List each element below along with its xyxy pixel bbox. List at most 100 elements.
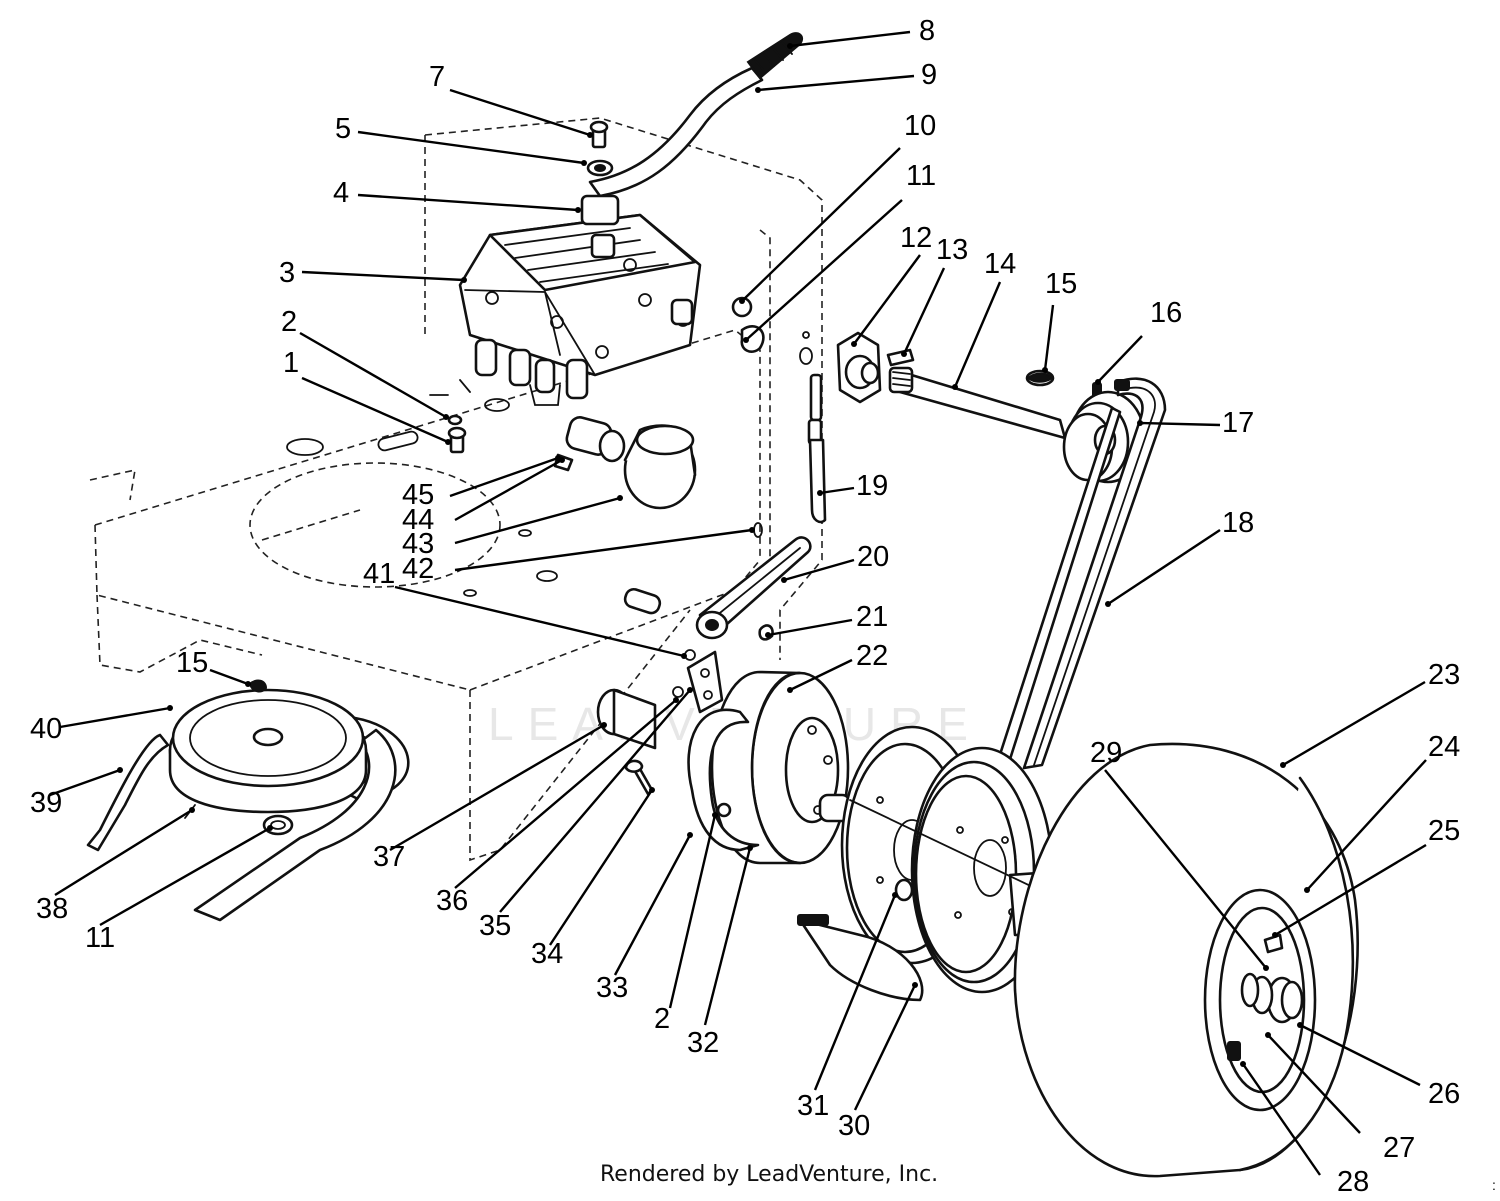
callout-11: 11 bbox=[85, 922, 115, 954]
callout-2: 2 bbox=[281, 306, 297, 338]
edge-mark: : bbox=[1492, 1177, 1496, 1193]
leader-line-31 bbox=[813, 894, 897, 1091]
leader-line-33 bbox=[613, 834, 692, 976]
leader-end-23 bbox=[1280, 762, 1286, 768]
leader-end-25 bbox=[1272, 932, 1278, 938]
leader-end-37 bbox=[601, 722, 607, 728]
leader-end-26 bbox=[1297, 1022, 1303, 1028]
callout-14: 14 bbox=[984, 248, 1016, 280]
callout-21: 21 bbox=[856, 601, 888, 633]
leader-end-22 bbox=[787, 687, 793, 693]
leader-end-31 bbox=[892, 892, 898, 898]
leader-end-27 bbox=[1265, 1032, 1271, 1038]
leader-line-11 bbox=[745, 199, 903, 341]
callout-5: 5 bbox=[335, 113, 351, 145]
leader-line-2 bbox=[668, 814, 717, 1009]
leader-end-24 bbox=[1304, 887, 1310, 893]
leader-line-7 bbox=[449, 88, 591, 137]
leader-end-29 bbox=[1263, 965, 1269, 971]
leader-end-11 bbox=[743, 337, 749, 343]
leader-line-45 bbox=[449, 456, 559, 498]
callout-29: 29 bbox=[1090, 737, 1122, 769]
callout-26: 26 bbox=[1428, 1078, 1460, 1110]
wheel-pulleys bbox=[797, 725, 1054, 1002]
leader-line-35 bbox=[499, 689, 691, 913]
deck-pulley bbox=[86, 679, 410, 922]
callout-40: 40 bbox=[30, 713, 62, 745]
callout-12: 12 bbox=[900, 222, 932, 254]
leader-line-8 bbox=[789, 30, 911, 48]
leader-line-37 bbox=[389, 723, 605, 852]
callout-15: 15 bbox=[1045, 268, 1077, 300]
leader-line-44 bbox=[454, 458, 563, 522]
leader-end-14 bbox=[952, 384, 958, 390]
bearing-bracket-and-shaft bbox=[807, 331, 1067, 524]
leader-end-2 bbox=[443, 414, 449, 420]
leader-line-3 bbox=[301, 270, 465, 282]
leader-line-40 bbox=[59, 706, 171, 729]
leader-line-42 bbox=[454, 528, 753, 572]
callout-4: 4 bbox=[333, 177, 349, 209]
leader-end-5 bbox=[581, 160, 587, 166]
callout-13: 13 bbox=[936, 234, 968, 266]
leader-line-18 bbox=[1107, 528, 1221, 606]
callout-2: 2 bbox=[654, 1003, 670, 1035]
leader-end-32 bbox=[747, 845, 753, 851]
callout-44: 44 bbox=[402, 504, 434, 536]
leader-line-25 bbox=[1274, 843, 1427, 937]
callout-45: 45 bbox=[402, 479, 434, 511]
brake-assembly bbox=[596, 670, 852, 865]
transmission-gearbox bbox=[458, 213, 702, 406]
leader-line-38 bbox=[54, 808, 193, 897]
leader-end-21 bbox=[765, 632, 771, 638]
callout-25: 25 bbox=[1428, 815, 1460, 847]
leader-line-20 bbox=[783, 558, 855, 582]
leader-line-30 bbox=[853, 984, 917, 1111]
leader-end-16 bbox=[1095, 379, 1101, 385]
callout-7: 7 bbox=[429, 61, 445, 93]
leader-end-40 bbox=[167, 705, 173, 711]
leader-line-4 bbox=[357, 193, 579, 212]
callout-37: 37 bbox=[373, 841, 405, 873]
leader-line-43 bbox=[454, 496, 621, 545]
callout-27: 27 bbox=[1383, 1132, 1415, 1164]
leader-end-18 bbox=[1105, 601, 1111, 607]
leader-end-17 bbox=[1137, 420, 1143, 426]
rear-wheel bbox=[849, 742, 1359, 1178]
leader-end-13 bbox=[901, 351, 907, 357]
callout-1: 1 bbox=[283, 347, 299, 379]
leader-line-15 bbox=[1043, 304, 1055, 371]
leader-line-1 bbox=[301, 376, 449, 444]
leader-end-38 bbox=[189, 807, 195, 813]
leader-line-5 bbox=[357, 130, 585, 165]
leader-end-1 bbox=[445, 439, 451, 445]
callout-10: 10 bbox=[904, 110, 936, 142]
leader-line-9 bbox=[757, 74, 915, 92]
leader-line-19 bbox=[819, 486, 855, 495]
callout-3: 3 bbox=[279, 257, 295, 289]
hardware-bolts bbox=[447, 296, 765, 454]
shift-lever bbox=[580, 32, 804, 226]
leader-end-30 bbox=[912, 982, 918, 988]
leader-line-24 bbox=[1306, 759, 1427, 891]
leader-line-28 bbox=[1242, 1063, 1321, 1176]
leader-end-20 bbox=[781, 577, 787, 583]
callout-9: 9 bbox=[921, 59, 937, 91]
callout-33: 33 bbox=[596, 972, 628, 1004]
leader-end-42 bbox=[749, 527, 755, 533]
callout-39: 39 bbox=[30, 787, 62, 819]
callout-43: 43 bbox=[402, 528, 434, 560]
leader-end-15 bbox=[1042, 367, 1048, 373]
leader-end-7 bbox=[587, 132, 593, 138]
leader-end-36 bbox=[673, 697, 679, 703]
leader-line-15 bbox=[209, 668, 249, 686]
callout-20: 20 bbox=[857, 541, 889, 573]
leader-end-15 bbox=[245, 681, 251, 687]
leader-end-35 bbox=[687, 687, 693, 693]
leader-end-10 bbox=[739, 298, 745, 304]
leader-line-41 bbox=[394, 585, 685, 658]
leader-end-43 bbox=[617, 495, 623, 501]
leader-end-3 bbox=[461, 277, 467, 283]
